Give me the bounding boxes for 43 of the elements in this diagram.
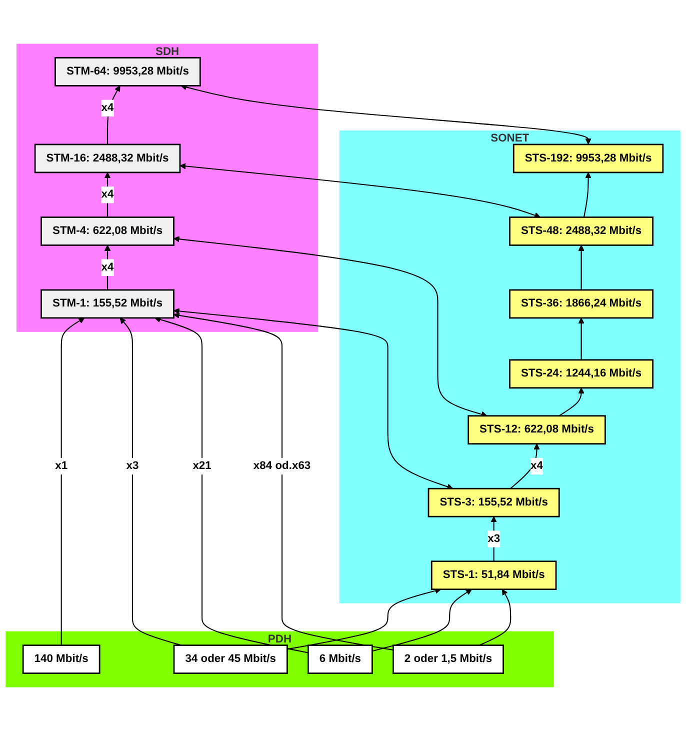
arrow: [583, 172, 592, 218]
arrow: [180, 84, 592, 144]
edge-label: x1: [55, 460, 68, 472]
node-box: 34 oder 45 Mbit/s: [173, 644, 288, 674]
arrow: [104, 172, 111, 218]
node-box: STM-64: 9953,28 Mbit/s: [54, 57, 201, 86]
arrow: [104, 244, 111, 290]
edge-label: x3: [126, 460, 139, 472]
edge-label: x3: [488, 532, 500, 545]
edge-label: x21: [192, 460, 212, 472]
node-box: STM-1: 155,52 Mbit/s: [40, 289, 174, 319]
node-box: 6 Mbit/s: [307, 644, 373, 674]
arrow: [173, 312, 394, 651]
node-box: STS-36: 1866,24 Mbit/s: [509, 289, 654, 319]
arrow: [287, 588, 442, 650]
node-box: STM-4: 622,08 Mbit/s: [40, 216, 174, 246]
edge-label: x4: [530, 460, 544, 472]
node-box: STS-3: 155,52 Mbit/s: [428, 488, 560, 518]
node-box: 140 Mbit/s: [22, 644, 100, 674]
node-box: STS-1: 51,84 Mbit/s: [430, 560, 557, 590]
arrow: [60, 318, 85, 646]
node-box: 2 oder 1,5 Mbit/s: [392, 644, 504, 674]
edge-label: x84 od.x63: [253, 460, 311, 472]
edge-label: x4: [101, 188, 114, 200]
arrow: [372, 589, 472, 652]
edge-label: x4: [101, 261, 114, 274]
node-box: STS-48: 2488,32 Mbit/s: [509, 216, 654, 246]
node-box: STS-24: 1244,16 Mbit/s: [509, 359, 654, 389]
edge-label: x4: [101, 102, 114, 114]
arrow: [173, 308, 454, 490]
arrow: [173, 236, 488, 418]
arrow: [578, 318, 584, 360]
arrow: [479, 589, 512, 646]
node-box: STM-16: 2488,32 Mbit/s: [34, 144, 181, 174]
node-box: STS-12: 622,08 Mbit/s: [468, 415, 606, 445]
arrow: [510, 444, 540, 489]
arrow: [120, 318, 182, 646]
arrow: [180, 163, 541, 218]
arrow: [490, 516, 497, 562]
arrow: [154, 316, 308, 654]
arrow: [558, 388, 584, 416]
arrow: [578, 244, 584, 290]
node-box: STS-192: 9953,28 Mbit/s: [512, 144, 664, 174]
